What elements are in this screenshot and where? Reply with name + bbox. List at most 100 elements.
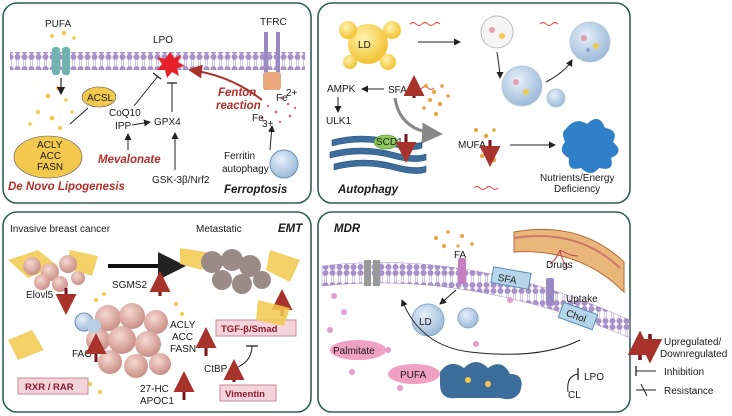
tfrc-receptor-right <box>276 32 280 90</box>
sfa-box <box>490 266 532 290</box>
ferritin-label: Ferritin <box>224 151 255 162</box>
panel-ferroptosis <box>2 2 312 204</box>
pufa-channel-2 <box>62 47 70 75</box>
rxr-label: RXR / RAR <box>25 382 74 393</box>
de-novo-lipogenesis-label: De Novo Lipogenesis <box>8 181 125 193</box>
ferritin-vesicle-icon <box>269 149 299 179</box>
fenton-arrow <box>188 64 263 101</box>
acc-label: ACC <box>40 151 61 162</box>
fa-label: FA <box>454 250 467 261</box>
lpo-label: LPO <box>153 35 173 46</box>
mdr-pink-dots <box>327 293 513 391</box>
metastatic-label: Metastatic <box>196 224 242 235</box>
autophagosome-2 <box>501 65 543 107</box>
mdr-title: MDR <box>334 223 361 235</box>
cardiolipin-dot <box>465 377 471 383</box>
ipp-label: IPP <box>115 121 131 132</box>
acsl-label: ACSL <box>87 93 114 104</box>
mdr-panel-content: MDR Drugs FA SFA Uptake Chol LD <box>321 223 631 401</box>
fa-to-ld-arrow <box>439 289 457 305</box>
lpo-burst-icon <box>157 52 185 78</box>
autophagy-panel-content: LD AMPK SFA ULK1 <box>326 15 619 196</box>
panel-mdr <box>317 211 631 413</box>
drug-channel <box>546 278 554 306</box>
deficiency-label: Deficiency <box>554 184 600 195</box>
cl-label: CL <box>568 390 581 401</box>
ferroptosis-panel-content: PUFA ACSL ACLY ACC FASN De Novo Lipogene… <box>8 17 305 196</box>
drug-branches <box>549 249 579 269</box>
emt-acly-label: ACLY <box>170 320 196 331</box>
scd1-label: SCD1 <box>376 137 403 148</box>
mdr-ld-label: LD <box>419 317 432 328</box>
invasive-label: Invasive breast cancer <box>10 224 111 235</box>
ferritin-arrow <box>268 125 275 151</box>
rxr-box <box>17 377 89 395</box>
lipogenesis-enzymes <box>13 135 83 179</box>
acsl-arrow <box>69 107 89 125</box>
palmitate-pill <box>330 340 386 360</box>
recycle-arrow <box>400 299 581 355</box>
autophagosome-cargo <box>489 27 599 95</box>
blood-vessel-icon <box>513 228 625 294</box>
fa-channel <box>458 258 466 284</box>
ctbp-label: CtBP <box>204 364 228 375</box>
vimentin-label: Vimentin <box>225 389 265 400</box>
gpx4-label: GPX4 <box>154 117 181 128</box>
elovl5-label: Elovl5 <box>26 290 54 301</box>
central-tumor-cluster <box>74 303 171 378</box>
tfrc-receptor-base <box>263 72 281 90</box>
invasive-tumor-cells <box>8 250 98 292</box>
efflux-pump-right <box>373 260 380 286</box>
emt-fasn-label: FASN <box>170 344 196 355</box>
panel-autophagy <box>317 2 631 204</box>
fenton-label: Fenton <box>218 87 256 99</box>
mdr-ld-2 <box>457 307 479 329</box>
sfa-label: SFA <box>388 85 407 96</box>
efflux-pump-left <box>364 260 371 286</box>
tfrc-receptor-left <box>264 32 268 90</box>
legend-resistance-slash <box>640 383 648 397</box>
tfrc-label: TFRC <box>260 17 287 28</box>
sgms2-label: SGMS2 <box>112 280 147 291</box>
emt-lipid-dots <box>88 292 184 394</box>
vesicle-arrow-1 <box>496 51 504 79</box>
coq10-label: CoQ10 <box>109 108 141 119</box>
autophagosome-3 <box>569 21 611 63</box>
chol-box <box>557 301 599 331</box>
pufa-droplets <box>28 30 76 130</box>
fe3-sup: 3+ <box>262 119 274 130</box>
membrane-band <box>10 52 305 70</box>
ferroptosis-title: Ferroptosis <box>224 184 287 196</box>
vesicle-arrow-2 <box>545 59 573 83</box>
fe3-label: Fe <box>252 113 264 124</box>
acsl-enzyme <box>81 86 117 108</box>
lipid-wavy-lines <box>409 21 559 191</box>
cardiolipin-dot-2 <box>485 381 491 387</box>
emt-panel-content: Invasive breast cancer Metastatic EMT SG… <box>8 223 303 407</box>
legend-inhibition-label: Inhibition <box>664 367 704 378</box>
hc27-label: 27-HC <box>140 384 169 395</box>
blood-vessel-inner <box>513 235 621 269</box>
legend-resistance-label: Resistance <box>664 386 714 397</box>
pufa-pill <box>388 364 440 384</box>
fasn-label: FASN <box>37 162 63 173</box>
reaction-label: reaction <box>216 100 261 112</box>
ferritin-autophagy-label: autophagy <box>222 164 269 175</box>
coq10-inhibit-bar <box>152 72 162 80</box>
mdr-lpo-label: LPO <box>584 372 604 383</box>
fao-label: FAO <box>72 349 92 360</box>
apoc1-label: APOC1 <box>140 396 174 407</box>
emt-acc-label: ACC <box>172 332 193 343</box>
autophagosome-1 <box>480 15 514 49</box>
legend-updown-label: Upregulated/ <box>664 337 721 348</box>
vimentin-box <box>219 384 277 402</box>
fa-dots <box>434 230 474 248</box>
ulk1-label: ULK1 <box>326 116 351 127</box>
ipp-to-gpx4-arrow <box>131 119 151 127</box>
uptake-label: Uptake <box>566 294 598 305</box>
fe2-sup: 2+ <box>286 88 298 99</box>
iron-dots <box>260 96 297 124</box>
metastatic-tumor-cells <box>180 248 300 294</box>
sfa-mdr-label: SFA <box>497 273 518 287</box>
nutrients-label: Nutrients/Energy <box>540 173 614 184</box>
